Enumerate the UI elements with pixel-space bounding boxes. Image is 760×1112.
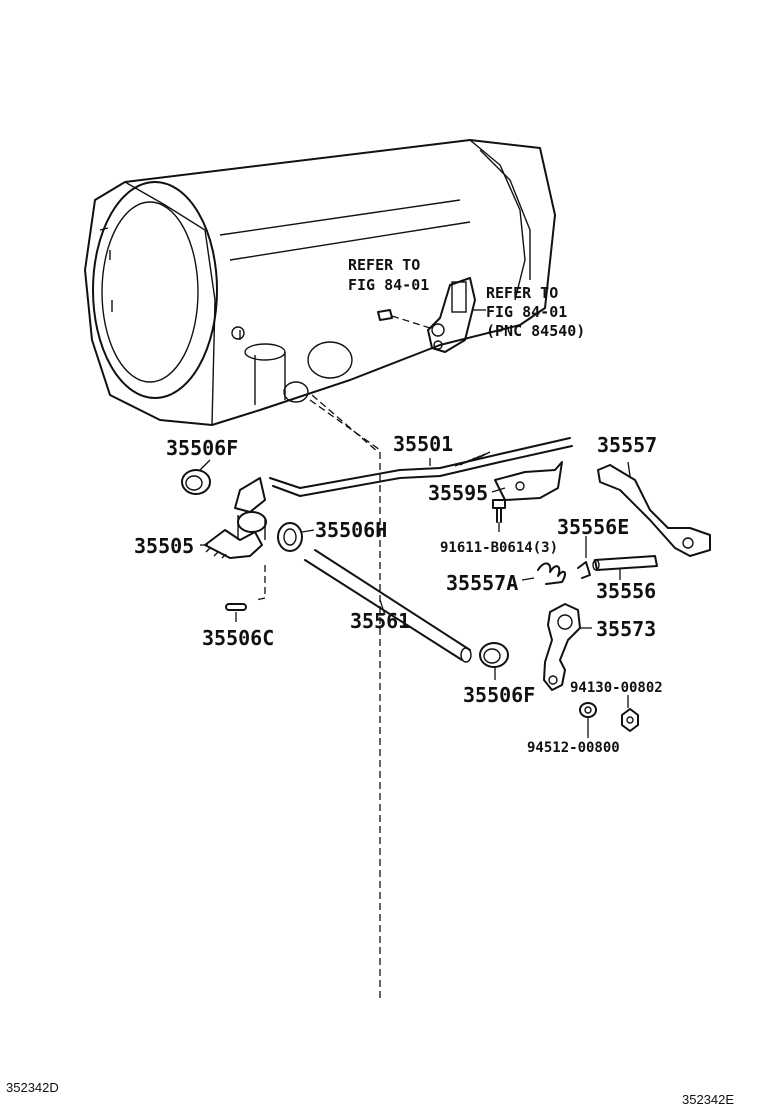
clip-35556e (577, 536, 591, 579)
refer-label-right-line2: FIG 84-01 (486, 303, 567, 321)
part-label-35595: 35595 (428, 481, 488, 505)
part-label-94512: 94512-00800 (527, 740, 620, 756)
lever-35505 (200, 477, 267, 559)
part-label-35506h: 35506H (315, 518, 387, 542)
part-label-91611: 91611-B0614(3) (440, 540, 558, 556)
bolt-91611 (492, 499, 506, 532)
part-label-35561: 35561 (350, 609, 410, 633)
part-label-35556: 35556 (596, 579, 656, 603)
transmission-housing (84, 139, 556, 426)
part-label-35557: 35557 (597, 433, 657, 457)
cable-35501 (269, 437, 573, 497)
bushing-35506h (277, 522, 315, 552)
refer-label-top-line1: REFER TO (348, 256, 420, 274)
pin-35556 (592, 555, 658, 580)
neutral-start-switch (377, 277, 486, 353)
pin-35506c (225, 565, 266, 622)
washer-94512 (579, 702, 597, 738)
bracket-35595 (491, 461, 563, 501)
part-label-35506c: 35506C (202, 626, 274, 650)
seal-35506f-top (181, 459, 211, 495)
refer-label-top-line2: FIG 84-01 (348, 276, 429, 294)
part-label-35506f-bottom: 35506F (463, 683, 535, 707)
refer-label-right-line1: REFER TO (486, 284, 558, 302)
part-label-35573: 35573 (596, 617, 656, 641)
part-label-94130: 94130-00802 (570, 680, 663, 696)
part-label-35506f-top: 35506F (166, 436, 238, 460)
part-label-35501: 35501 (393, 432, 453, 456)
lever-35557 (597, 461, 711, 557)
footer-code-right: 352342E (682, 1092, 734, 1107)
part-label-35505: 35505 (134, 534, 194, 558)
part-label-35557a: 35557A (446, 571, 518, 595)
shaft-35561 (304, 549, 472, 663)
lever-35573 (543, 603, 592, 691)
nut-94130 (621, 695, 639, 732)
spring-35557a (521, 562, 566, 585)
seal-35506f-bottom (479, 642, 509, 680)
refer-label-right-line3: (PNC 84540) (486, 322, 585, 340)
part-label-35556e: 35556E (557, 515, 629, 539)
footer-code-left: 352342D (6, 1080, 59, 1095)
